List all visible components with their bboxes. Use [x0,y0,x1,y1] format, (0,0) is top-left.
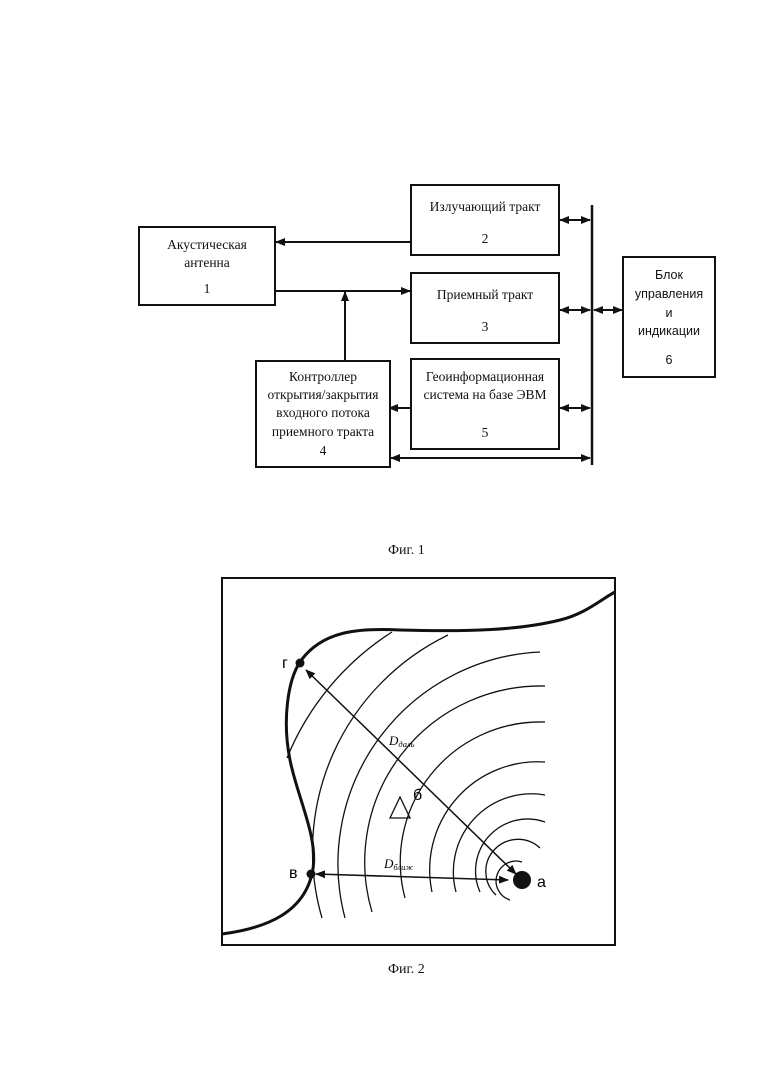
wave-arc-3 [476,819,545,892]
point-v-label: в [289,865,298,882]
d-near-label: Dближ [383,856,413,872]
point-b-label: б [413,787,422,804]
d-far-main: D [388,733,399,748]
point-a-marker [513,871,531,889]
fig2-caption: Фиг. 2 [388,962,425,978]
d-near-sub: ближ [393,862,413,872]
d-near-main: D [383,856,394,871]
triangle-b-marker [390,797,410,818]
wave-arc-5 [430,762,545,892]
point-a-label: а [537,874,546,891]
point-g-label: г [282,655,288,672]
fig2-frame [222,578,615,945]
wave-arc-4 [453,794,545,892]
point-v-marker [307,870,316,879]
coastline [222,592,615,934]
d-far-arrow [306,670,516,874]
d-near-arrow [316,874,508,880]
point-g-marker [296,659,305,668]
d-far-sub: даль [398,739,414,749]
wave-arc-2 [486,839,540,895]
d-far-label: Dдаль [388,733,415,749]
